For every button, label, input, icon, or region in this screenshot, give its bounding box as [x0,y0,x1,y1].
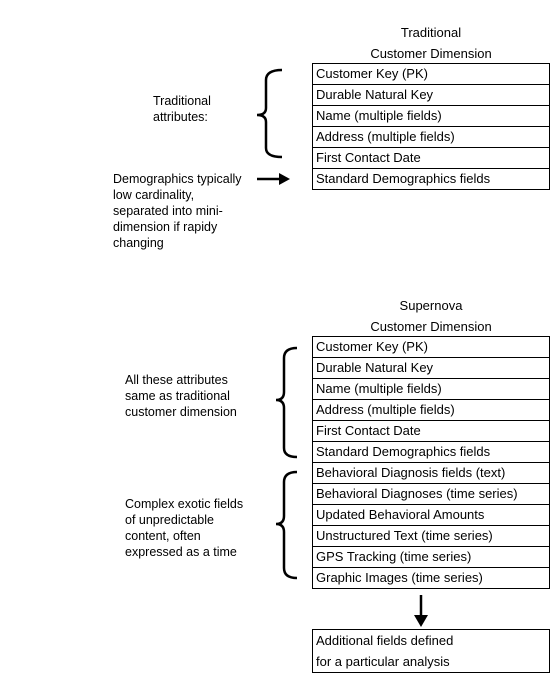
supernova-field-row: Durable Natural Key [313,357,549,378]
supernova-field-row: GPS Tracking (time series) [313,546,549,567]
supernova-field-row: Graphic Images (time series) [313,567,549,588]
supernova-field-row: Unstructured Text (time series) [313,525,549,546]
exotic-fields-brace [275,470,298,580]
supernova-field-row: Updated Behavioral Amounts [313,504,549,525]
supernova-title: Supernova Customer Dimension [313,295,549,337]
traditional-field-row: Name (multiple fields) [313,105,549,126]
traditional-field-row: First Contact Date [313,147,549,168]
supernova-field-row: Address (multiple fields) [313,399,549,420]
traditional-attributes-label: Traditional attributes: [153,94,211,124]
supernova-field-row: Behavioral Diagnosis fields (text) [313,462,549,483]
supernova-field-row: Name (multiple fields) [313,378,549,399]
traditional-field-row: Standard Demographics fields [313,168,549,189]
demographics-note: Demographics typically low cardinality, … [113,172,242,250]
additional-fields-box: Additional fields defined for a particul… [312,629,550,673]
supernova-title-line1: Supernova [399,298,463,313]
additional-fields-line2: for a particular analysis [316,654,450,669]
traditional-field-row: Customer Key (PK) [316,66,428,81]
traditional-title: Traditional Customer Dimension [313,22,549,64]
same-attributes-brace [275,346,298,459]
additional-fields-line1: Additional fields defined [316,633,454,648]
traditional-field-row: Address (multiple fields) [313,126,549,147]
down-arrow [414,595,428,627]
traditional-title-line2: Customer Dimension [370,46,492,61]
supernova-field-row: Behavioral Diagnoses (time series) [313,483,549,504]
supernova-title-line2: Customer Dimension [370,319,492,334]
traditional-brace [256,68,283,159]
demographics-arrow [257,173,290,185]
supernova-field-row: First Contact Date [313,420,549,441]
traditional-field-row: Durable Natural Key [313,84,549,105]
supernova-field-row: Customer Key (PK) [316,339,428,354]
same-attributes-label: All these attributes same as traditional… [125,373,237,419]
supernova-field-row: Standard Demographics fields [313,441,549,462]
traditional-title-line1: Traditional [400,25,462,40]
exotic-fields-label: Complex exotic fields of unpredictable c… [125,497,244,559]
